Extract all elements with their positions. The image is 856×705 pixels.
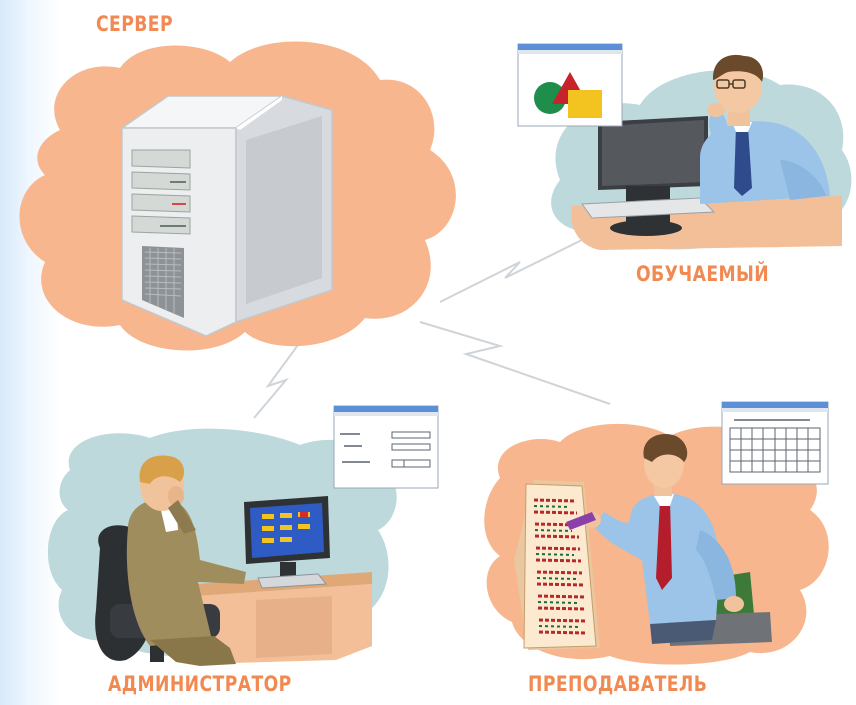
- server-node: [19, 41, 456, 351]
- admin-person: [126, 455, 246, 666]
- student-keyboard: [581, 197, 716, 219]
- student-label: ОБУЧАЕМЫЙ: [636, 262, 770, 286]
- table-window-icon: [721, 401, 829, 485]
- teacher-person: [566, 434, 744, 644]
- form-window-icon: [333, 405, 439, 489]
- server-tower-icon: [119, 95, 333, 337]
- student-person: [700, 54, 830, 204]
- link-server-student: [439, 235, 591, 303]
- server-label: СЕРВЕР: [96, 12, 173, 36]
- admin-monitor: [244, 496, 330, 589]
- teacher-node: [484, 401, 829, 665]
- student-node: [517, 43, 852, 250]
- link-server-admin: [253, 333, 307, 419]
- admin-label: АДМИНИСТРАТОР: [108, 672, 292, 696]
- link-server-teacher: [419, 321, 611, 405]
- shapes-window-icon: [517, 43, 623, 127]
- admin-node: [47, 405, 439, 666]
- network-links: [253, 235, 611, 419]
- teacher-label: ПРЕПОДАВАТЕЛЬ: [528, 672, 708, 696]
